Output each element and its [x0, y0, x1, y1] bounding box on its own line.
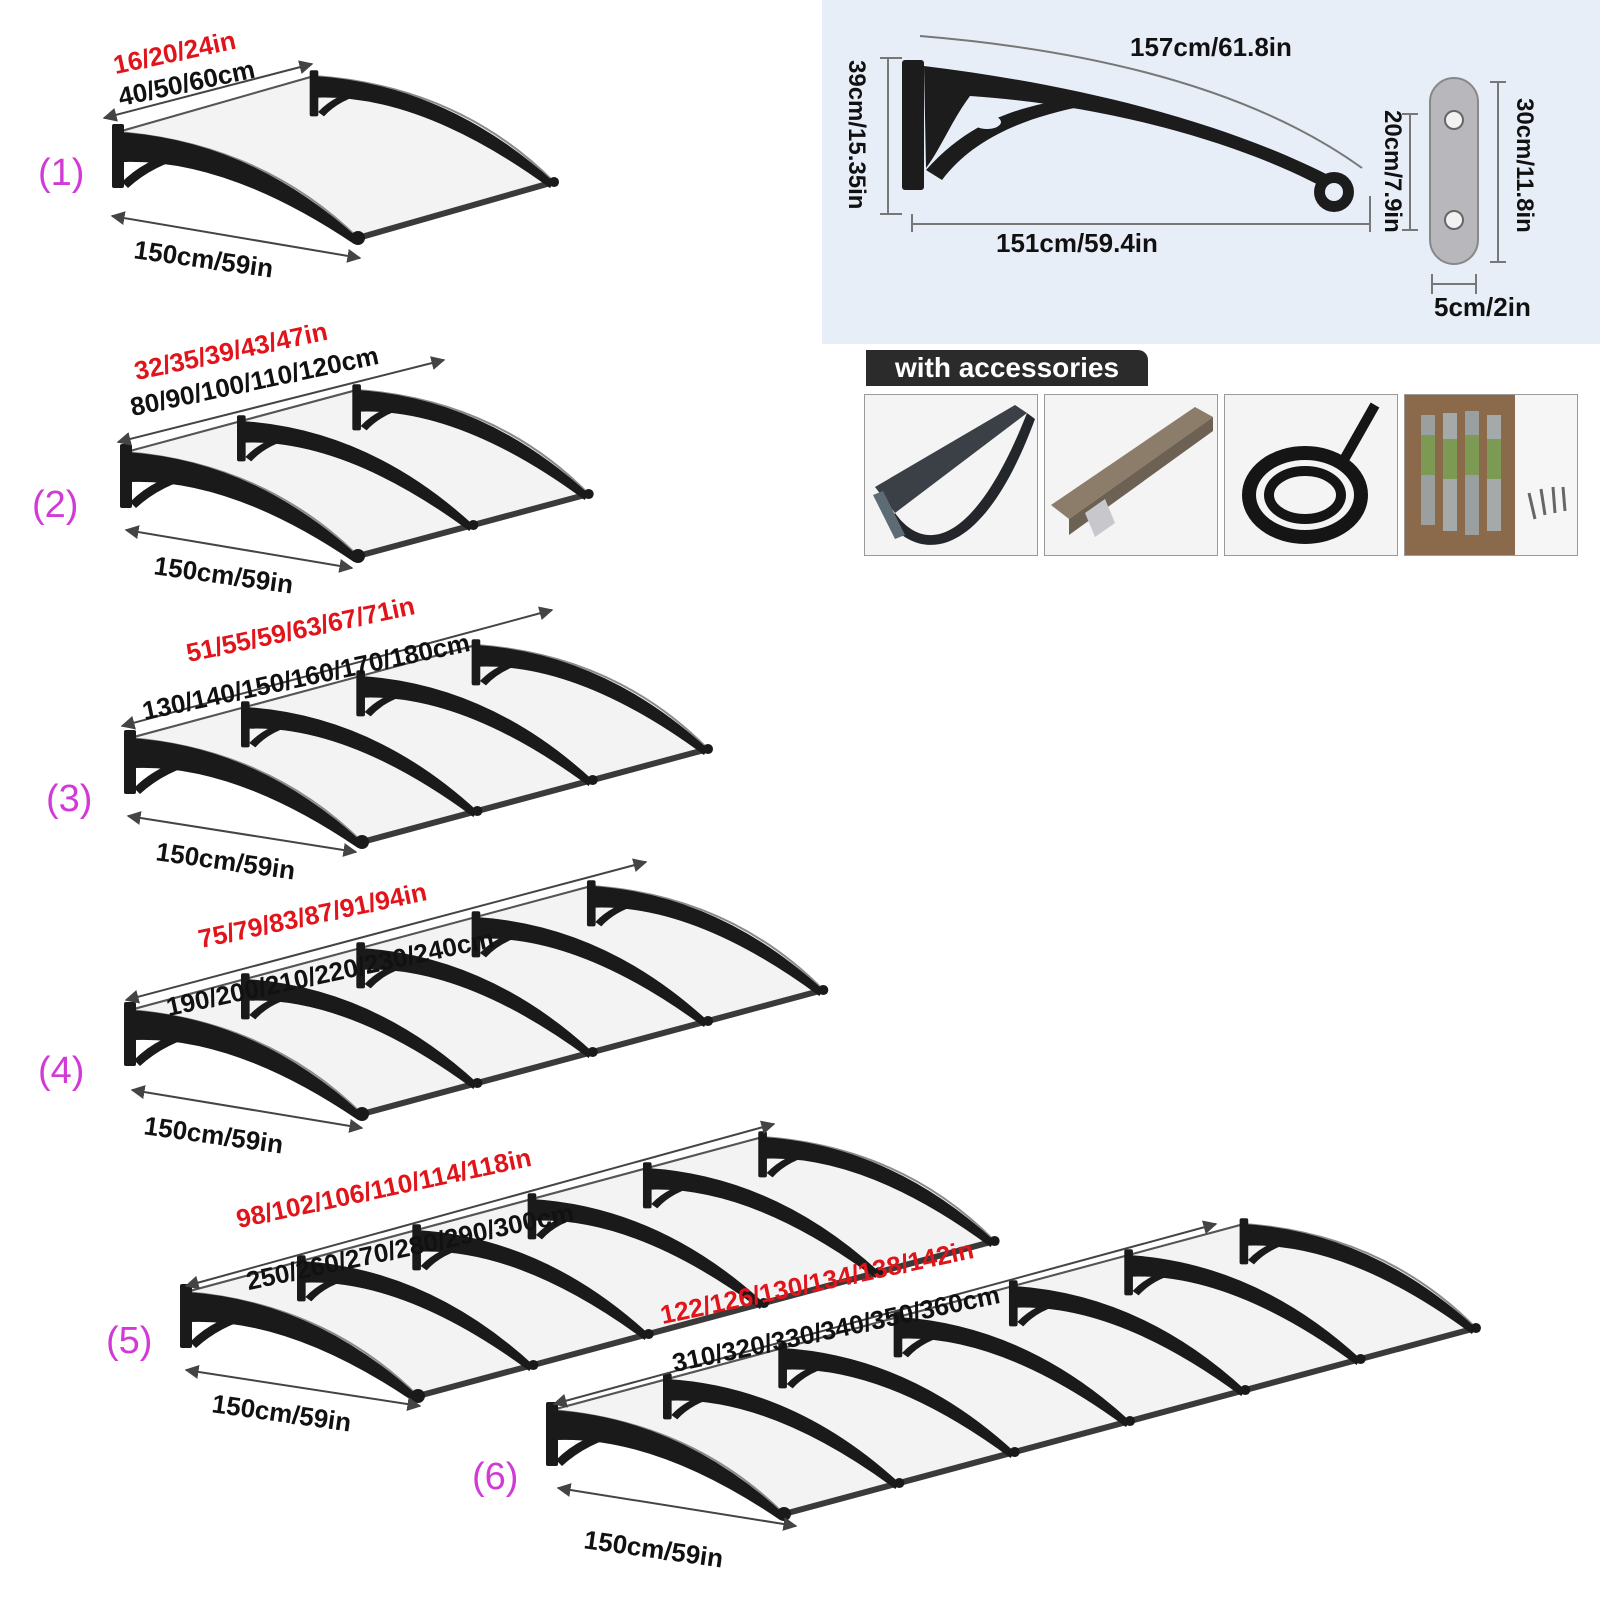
bracket-spec-panel: 157cm/61.8in 151cm/59.4in 39cm/15.35in 2… [822, 0, 1600, 344]
row-label: (2) [32, 484, 79, 526]
polycarbonate-panel [129, 643, 710, 844]
canopy-row-4 [124, 858, 829, 1133]
seal-icon [1225, 395, 1397, 555]
arc-length-text: 157cm/61.8in [1130, 32, 1292, 62]
plate-outer-text: 30cm/11.8in [1511, 98, 1538, 233]
plate-width-text: 5cm/2in [1434, 292, 1531, 322]
row-label: (1) [38, 152, 85, 194]
front-bar [359, 746, 711, 845]
bracket [124, 730, 369, 849]
profile-icon [1045, 395, 1217, 555]
horizontal-length-text: 151cm/59.4in [996, 228, 1158, 258]
canopy-row-1 [102, 60, 560, 263]
row-label: (4) [38, 1050, 85, 1092]
bolts-icon [1405, 395, 1577, 555]
depth-arrow [184, 1364, 422, 1412]
plate-inner-text: 20cm/7.9in [1379, 110, 1406, 233]
height-text: 39cm/15.35in [843, 60, 870, 210]
wall-plate-icon [1429, 77, 1479, 265]
accessory-rubber-seal [1224, 394, 1398, 556]
bracket [120, 444, 365, 563]
gutter-icon [865, 395, 1037, 555]
width-arrow [552, 1220, 1218, 1408]
canopy-row-6 [546, 1218, 1481, 1531]
row-label: (6) [472, 1456, 519, 1498]
width-arrow [184, 1120, 776, 1290]
arc-dimension-line [919, 35, 1363, 169]
depth-arrow [124, 525, 354, 573]
depth-arrow [126, 811, 358, 857]
bracket [1239, 1218, 1481, 1334]
width-arrow [116, 356, 446, 446]
depth-arrow [110, 211, 362, 263]
front-bar [355, 179, 557, 241]
bracket [112, 124, 365, 245]
depth-arrow [556, 1483, 798, 1531]
accessory-gutter [864, 394, 1038, 556]
row-label: (3) [46, 778, 93, 820]
bracket-icon [902, 60, 1354, 212]
width-arrow [120, 606, 554, 730]
width-arrow [102, 60, 314, 122]
bracket-spec-drawing [880, 35, 1506, 294]
accessory-expansion-bolts [1404, 394, 1578, 556]
width-arrow [124, 858, 648, 1004]
row-label: (5) [106, 1320, 153, 1362]
canopy-row-3 [120, 606, 714, 857]
accessories-title: with accessories [866, 350, 1148, 386]
accessory-aluminium-profile [1044, 394, 1218, 556]
canopy-row-2 [116, 356, 594, 573]
